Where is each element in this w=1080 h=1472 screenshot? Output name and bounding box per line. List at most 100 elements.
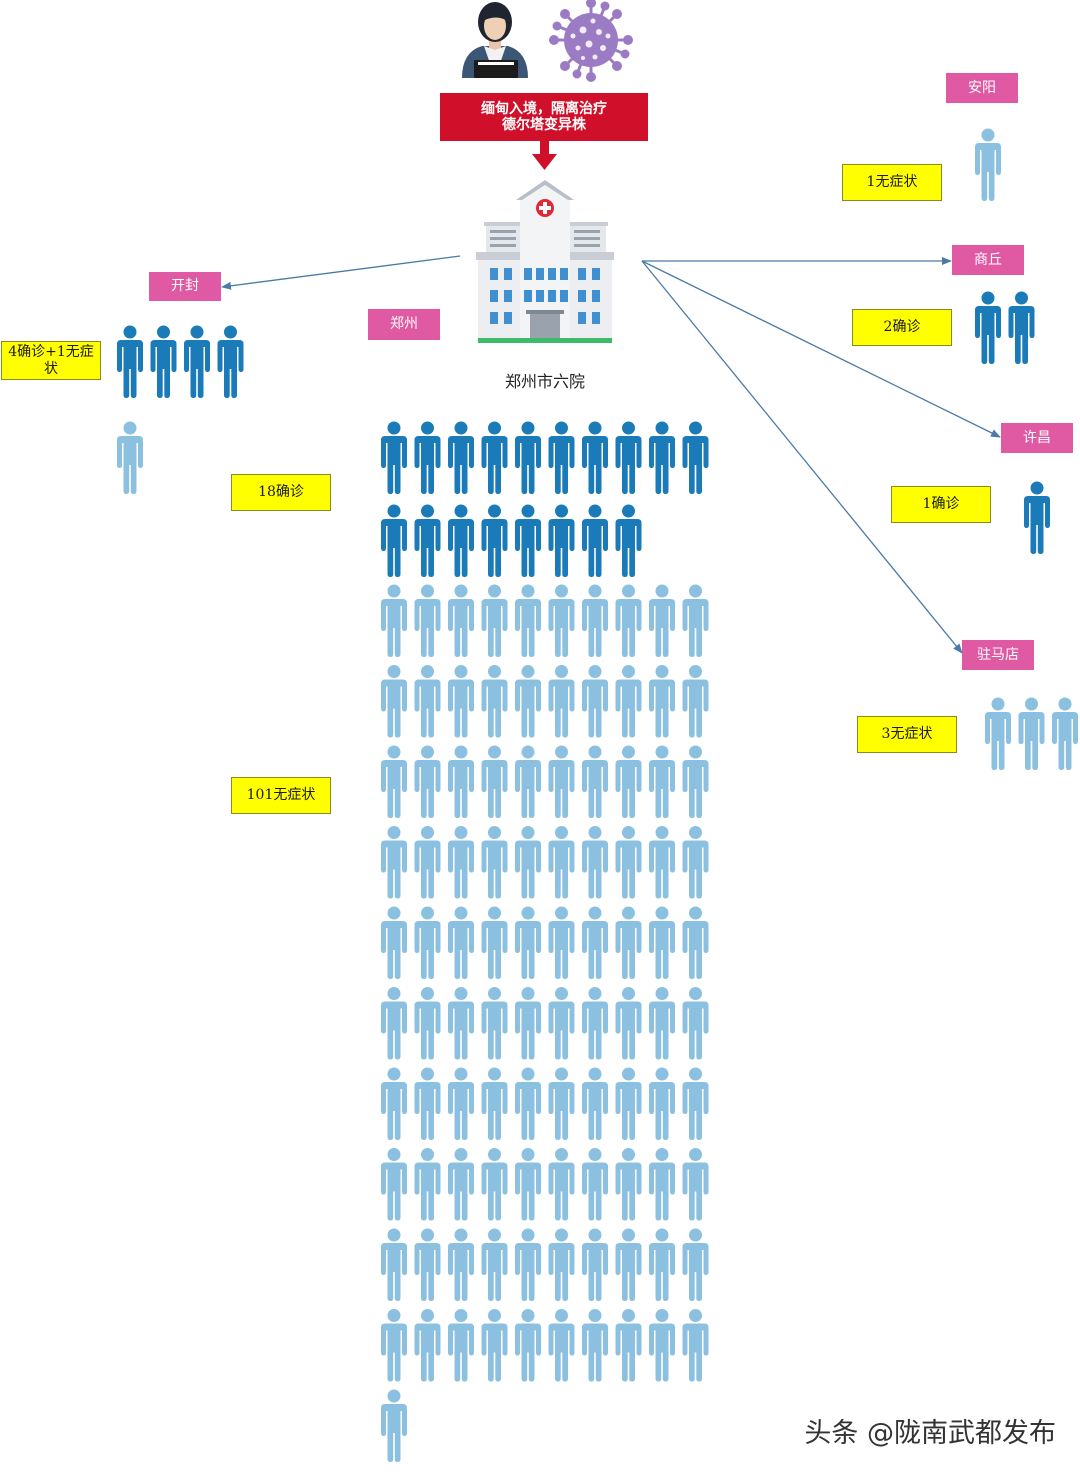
asymptomatic-person-icon	[649, 1067, 675, 1140]
asymptomatic-person-icon	[615, 1148, 642, 1221]
asymptomatic-person-icon	[548, 745, 575, 818]
asymptomatic-person-icon	[985, 697, 1011, 770]
asymptomatic-person-icon	[682, 906, 709, 979]
asymptomatic-person-icon	[481, 826, 508, 899]
asymptomatic-person-icon	[615, 987, 642, 1060]
asymptomatic-person-icon	[515, 745, 541, 818]
asymptomatic-person-icon	[548, 665, 575, 738]
asymptomatic-person-icon	[481, 584, 508, 657]
confirmed-person-icon	[615, 504, 642, 577]
arrow-to-kaifeng	[221, 255, 461, 290]
city-tag-xuchang: 许昌	[1001, 423, 1073, 453]
asymptomatic-person-icon	[481, 665, 508, 738]
asymptomatic-person-icon	[481, 1228, 508, 1301]
asymptomatic-person-icon	[448, 584, 474, 657]
zhengzhou-asymptomatic-people	[381, 584, 709, 1462]
asymptomatic-person-icon	[682, 1067, 709, 1140]
asymptomatic-person-icon	[448, 826, 474, 899]
confirmed-person-icon	[515, 504, 541, 577]
asymptomatic-person-icon	[582, 826, 608, 899]
confirmed-person-icon	[1024, 481, 1050, 554]
asymptomatic-person-icon	[582, 665, 608, 738]
asymptomatic-person-icon	[414, 1228, 441, 1301]
origin-line2: 德尔塔变异株	[502, 117, 586, 133]
asymptomatic-person-icon	[582, 987, 608, 1060]
kaifeng-asymptomatic-people	[117, 421, 143, 494]
asymptomatic-person-icon	[615, 665, 642, 738]
confirmed-person-icon	[481, 504, 508, 577]
asymptomatic-person-icon	[414, 584, 441, 657]
asymptomatic-person-icon	[615, 826, 642, 899]
shangqiu-count-label: 2确诊	[852, 309, 952, 346]
asymptomatic-person-icon	[414, 826, 441, 899]
asymptomatic-person-icon	[649, 826, 675, 899]
asymptomatic-person-icon	[481, 1148, 508, 1221]
confirmed-person-icon	[582, 421, 608, 494]
asymptomatic-person-icon	[548, 1067, 575, 1140]
asymptomatic-person-icon	[448, 1228, 474, 1301]
asymptomatic-person-icon	[649, 584, 675, 657]
city-tag-zhumadian: 驻马店	[962, 640, 1034, 670]
asymptomatic-person-icon	[682, 745, 709, 818]
confirmed-person-icon	[414, 504, 441, 577]
asymptomatic-person-icon	[381, 1148, 407, 1221]
asymptomatic-person-icon	[448, 1148, 474, 1221]
asymptomatic-person-icon	[682, 1309, 709, 1382]
asymptomatic-person-icon	[448, 987, 474, 1060]
asymptomatic-person-icon	[414, 1067, 441, 1140]
confirmed-person-icon	[975, 291, 1001, 364]
confirmed-person-icon	[150, 325, 177, 398]
asymptomatic-person-icon	[381, 584, 407, 657]
asymptomatic-person-icon	[515, 826, 541, 899]
zhengzhou-asymptomatic-label: 101无症状	[231, 777, 331, 814]
asymptomatic-person-icon	[448, 1309, 474, 1382]
confirmed-person-icon	[682, 421, 709, 494]
asymptomatic-person-icon	[682, 1228, 709, 1301]
xuchang-confirmed-people	[1024, 481, 1050, 554]
asymptomatic-person-icon	[481, 745, 508, 818]
asymptomatic-person-icon	[582, 1228, 608, 1301]
asymptomatic-person-icon	[381, 745, 407, 818]
asymptomatic-person-icon	[448, 745, 474, 818]
asymptomatic-person-icon	[975, 128, 1001, 201]
asymptomatic-person-icon	[448, 1067, 474, 1140]
asymptomatic-person-icon	[414, 1148, 441, 1221]
asymptomatic-person-icon	[414, 1309, 441, 1382]
asymptomatic-person-icon	[481, 1067, 508, 1140]
kaifeng-count-label: 4确诊+1无症状	[1, 341, 101, 380]
confirmed-person-icon	[582, 504, 608, 577]
confirmed-person-icon	[448, 504, 474, 577]
city-tag-shangqiu: 商丘	[952, 245, 1024, 275]
asymptomatic-person-icon	[381, 1067, 407, 1140]
zhengzhou-confirmed-label: 18确诊	[231, 474, 331, 511]
asymptomatic-person-icon	[615, 584, 642, 657]
asymptomatic-person-icon	[548, 1228, 575, 1301]
asymptomatic-person-icon	[649, 745, 675, 818]
confirmed-person-icon	[548, 504, 575, 577]
confirmed-person-icon	[414, 421, 441, 494]
person-icon	[462, 2, 528, 78]
confirmed-person-icon	[184, 325, 210, 398]
asymptomatic-person-icon	[649, 906, 675, 979]
origin-arrow	[532, 140, 557, 170]
confirmed-person-icon	[117, 325, 143, 398]
asymptomatic-person-icon	[414, 745, 441, 818]
asymptomatic-person-icon	[649, 1228, 675, 1301]
asymptomatic-person-icon	[448, 665, 474, 738]
asymptomatic-person-icon	[649, 1148, 675, 1221]
asymptomatic-person-icon	[381, 665, 407, 738]
asymptomatic-person-icon	[582, 584, 608, 657]
asymptomatic-person-icon	[615, 1309, 642, 1382]
confirmed-person-icon	[448, 421, 474, 494]
asymptomatic-person-icon	[548, 1148, 575, 1221]
asymptomatic-person-icon	[515, 1067, 541, 1140]
asymptomatic-person-icon	[381, 1389, 407, 1462]
asymptomatic-person-icon	[515, 665, 541, 738]
zhumadian-asymptomatic-people	[985, 697, 1078, 770]
anyang-asymptomatic-people	[975, 128, 1001, 201]
confirmed-person-icon	[548, 421, 575, 494]
asymptomatic-person-icon	[548, 1309, 575, 1382]
virus-icon	[549, 0, 633, 82]
asymptomatic-person-icon	[481, 1309, 508, 1382]
